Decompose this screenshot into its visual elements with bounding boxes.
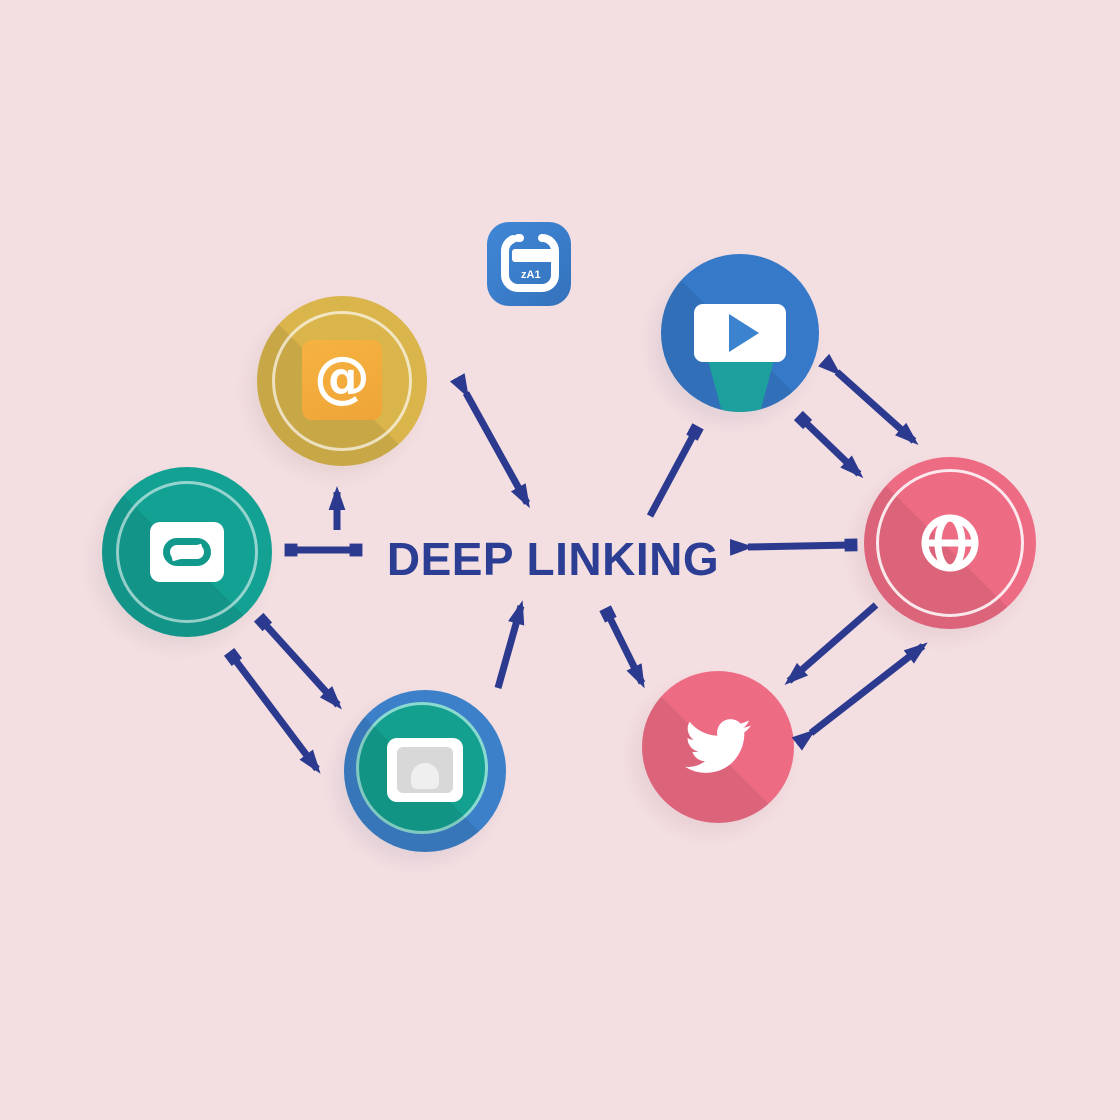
edge-twitter-globe-double <box>791 642 928 751</box>
at-swirl-icon: @ <box>314 345 370 410</box>
reader-app-icon: zA1 <box>487 222 571 306</box>
globe-icon <box>921 514 979 572</box>
edge-video-globe-link <box>793 410 864 479</box>
mail-app-node: @ <box>257 296 427 466</box>
twitter-bird-icon <box>685 719 751 773</box>
twitter-node <box>642 671 794 823</box>
play-button-icon <box>729 314 759 352</box>
photo-frame <box>397 747 453 793</box>
photo-placeholder <box>411 763 439 789</box>
edge-center-video-link <box>646 423 704 518</box>
edge-chat-photo-link-2 <box>224 648 321 774</box>
video-app-node <box>661 254 819 412</box>
page-title: DEEP LINKING <box>386 533 720 585</box>
chat-app-card <box>150 522 224 582</box>
edge-twitter-center-arrow <box>494 600 525 689</box>
edge-video-globe-double <box>817 353 919 446</box>
edge-center-twitter-arrow <box>599 605 646 689</box>
edge-chat-photo-link-1 <box>253 612 343 710</box>
photo-app-node <box>344 690 506 852</box>
reader-app-label: zA1 <box>521 269 541 281</box>
pill-card-icon <box>163 538 211 566</box>
video-player-card <box>694 304 786 362</box>
scanner-frame-icon: zA1 <box>501 234 559 292</box>
edge-reader-center-double <box>449 373 531 509</box>
photo-card-icon <box>387 738 463 802</box>
edge-globe-twitter-arrow <box>784 602 879 685</box>
web-globe-node <box>864 457 1036 629</box>
mail-app-tile: @ <box>302 340 382 420</box>
